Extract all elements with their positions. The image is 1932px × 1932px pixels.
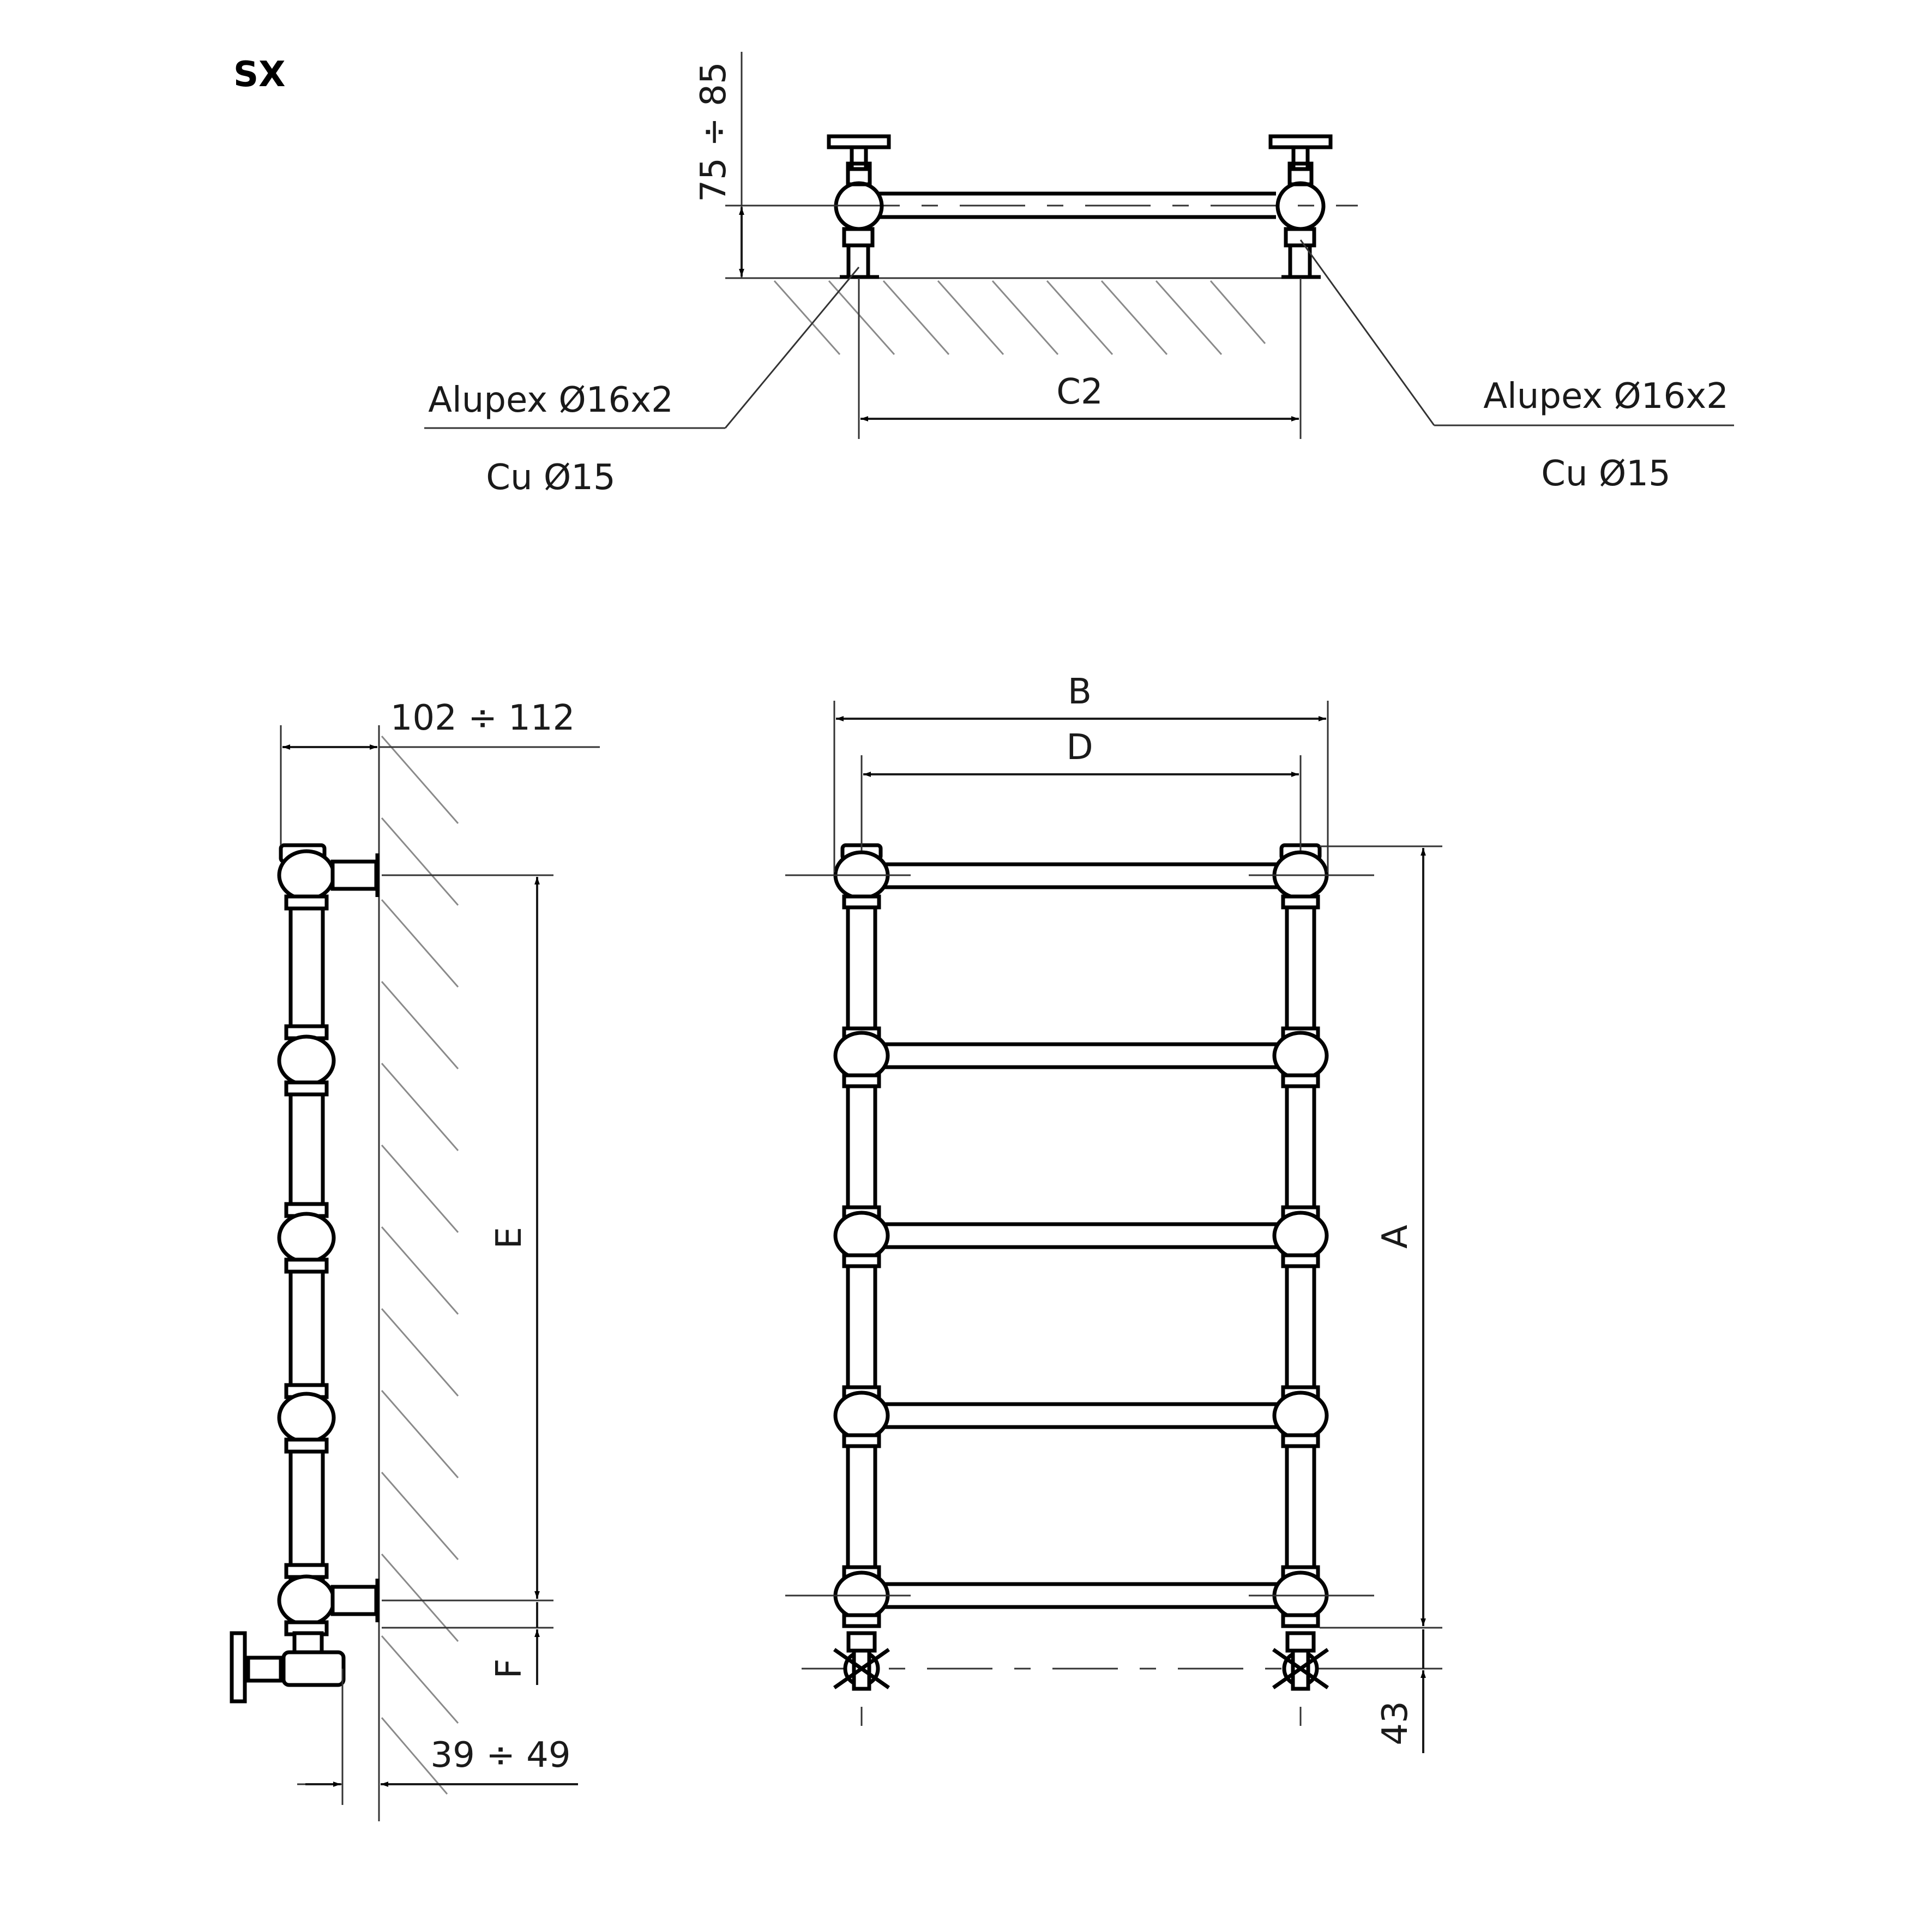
top-rail bbox=[834, 191, 1358, 219]
right-pipe-leader: Alupex Ø16x2 Cu Ø15 bbox=[1299, 239, 1734, 494]
e-dimension: E bbox=[382, 874, 553, 1602]
side-wall-hatch bbox=[378, 736, 459, 1821]
d-dimension: D bbox=[860, 727, 1302, 851]
front-view: B D A 43 bbox=[785, 672, 1442, 1753]
side-view: 102 ÷ 112 E F 39 ÷ 49 bbox=[230, 698, 600, 1821]
right-cu-label: Cu Ø15 bbox=[1541, 454, 1670, 494]
wall-distance-dimension: 102 ÷ 112 bbox=[280, 698, 600, 845]
front-centerlines bbox=[785, 874, 1374, 1726]
side-upright bbox=[277, 843, 336, 1636]
d-label: D bbox=[1066, 727, 1093, 768]
f-dimension: F bbox=[382, 1602, 553, 1685]
drawing-title: SX bbox=[233, 55, 285, 95]
left-cu-label: Cu Ø15 bbox=[486, 458, 615, 498]
wall-distance-label: 102 ÷ 112 bbox=[390, 698, 575, 738]
top-view: 75 ÷ 85 C2 Alupex Ø16x2 Cu Ø15 Alupex Ø1… bbox=[424, 52, 1734, 498]
c2-label: C2 bbox=[1056, 372, 1103, 412]
valve-height-dimension: 43 bbox=[1331, 1629, 1442, 1753]
side-brackets bbox=[330, 853, 380, 1622]
top-wall-hatch bbox=[725, 277, 1281, 355]
top-left-valve bbox=[827, 134, 891, 279]
front-right-knuckles bbox=[1272, 843, 1329, 1628]
b-label: B bbox=[1068, 672, 1092, 712]
valve-height-label: 43 bbox=[1375, 1701, 1416, 1745]
c2-dimension: C2 bbox=[858, 278, 1302, 439]
top-right-valve bbox=[1268, 134, 1333, 279]
a-label: A bbox=[1375, 1225, 1416, 1249]
e-label: E bbox=[489, 1227, 529, 1249]
front-right-valve bbox=[1272, 1631, 1329, 1691]
f-label: F bbox=[489, 1659, 529, 1679]
front-rails bbox=[881, 862, 1281, 1609]
b-dimension: B bbox=[833, 672, 1329, 872]
front-left-valve bbox=[833, 1631, 890, 1691]
a-dimension: A bbox=[1320, 845, 1442, 1629]
left-pipe-leader: Alupex Ø16x2 Cu Ø15 bbox=[424, 267, 860, 498]
top-height-dimension: 75 ÷ 85 bbox=[694, 52, 848, 278]
left-alupex-label: Alupex Ø16x2 bbox=[428, 380, 673, 420]
front-left-knuckles bbox=[833, 843, 890, 1628]
side-valve bbox=[230, 1631, 346, 1704]
valve-distance-dimension: 39 ÷ 49 bbox=[297, 1669, 578, 1805]
front-uprights bbox=[846, 894, 1316, 1609]
height-range-label: 75 ÷ 85 bbox=[694, 62, 734, 202]
right-alupex-label: Alupex Ø16x2 bbox=[1483, 376, 1729, 417]
valve-distance-label: 39 ÷ 49 bbox=[430, 1735, 570, 1775]
